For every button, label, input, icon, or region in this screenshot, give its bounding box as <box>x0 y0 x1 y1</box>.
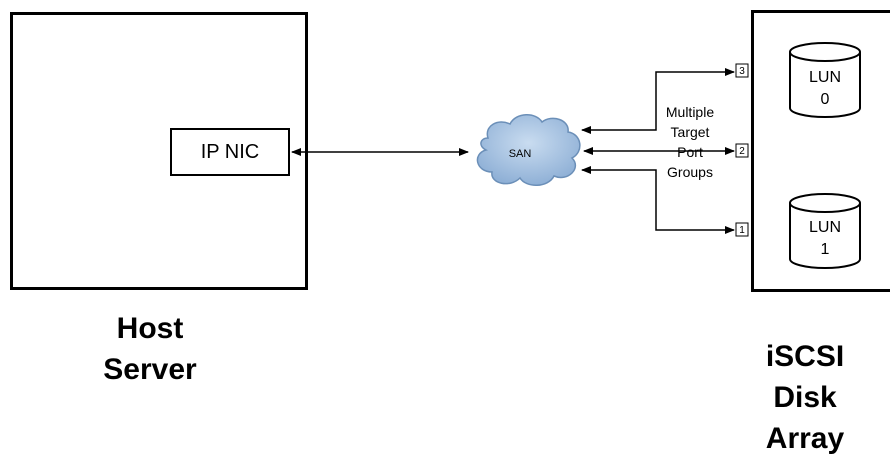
ip-nic-box: IP NIC <box>170 128 290 176</box>
port-1-number: 1 <box>739 225 745 236</box>
port-2: 2 <box>735 143 749 158</box>
port-3-number: 3 <box>739 66 745 77</box>
port-1: 1 <box>735 222 749 237</box>
host-server-title: Host Server <box>70 308 230 390</box>
port-2-number: 2 <box>739 146 745 157</box>
array-title-line: iSCSI <box>765 340 845 373</box>
port-3: 3 <box>735 63 749 78</box>
iscsi-disk-array-title: iSCSI Disk Array <box>745 336 865 459</box>
lun-1-cylinder: LUN 1 <box>789 193 861 269</box>
diagram-canvas: IP NIC SAN <box>10 10 890 455</box>
san-cloud: SAN <box>476 114 581 186</box>
host-title-line: Host <box>116 312 184 345</box>
lun-0-label-line1: LUN <box>809 69 841 86</box>
array-title-line: Disk <box>773 381 837 414</box>
connections-layer: SAN 3 2 1 LUN 0 <box>291 42 861 269</box>
san-label: SAN <box>509 148 532 160</box>
lun-0-cylinder: LUN 0 <box>789 42 861 118</box>
ip-nic-label: IP NIC <box>200 140 260 163</box>
lun-0-label-line2: 0 <box>821 91 830 108</box>
lun-1-label-line2: 1 <box>821 241 830 258</box>
san-port1-link <box>581 166 735 234</box>
san-port3-link <box>581 68 735 134</box>
array-title-line: Array <box>765 422 845 455</box>
lun-1-label-line1: LUN <box>809 219 841 236</box>
host-title-line: Server <box>103 353 197 386</box>
